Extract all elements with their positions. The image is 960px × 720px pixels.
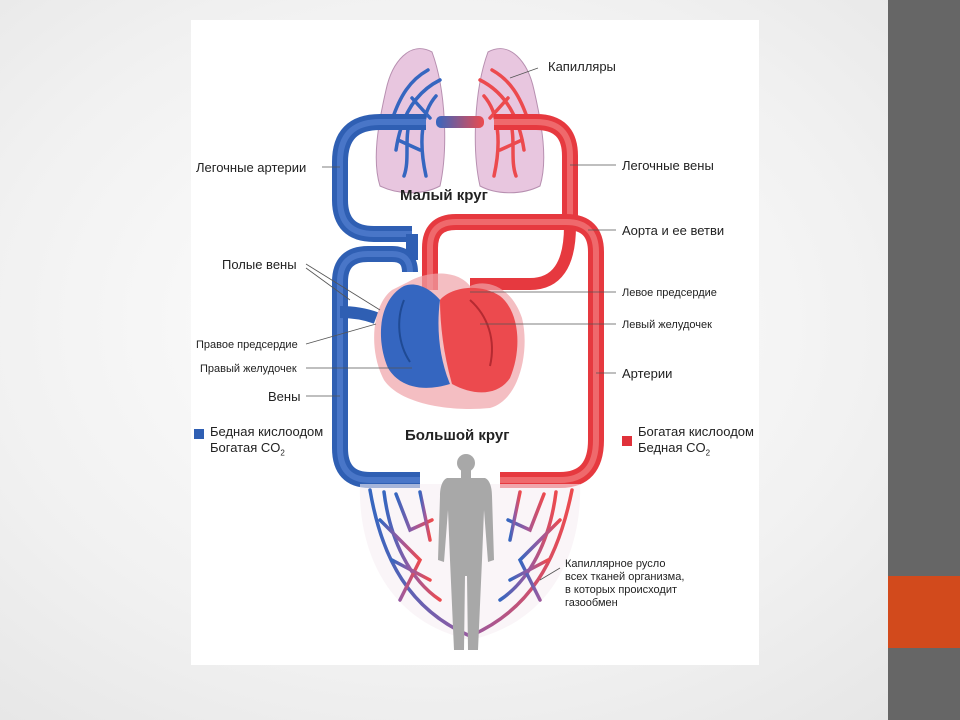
- legend-deoxygenated-line2: Богатая CO2: [210, 440, 285, 458]
- pulmonary-veins-vessel: [494, 114, 578, 226]
- label-right-ventricle: Правый желудочек: [200, 363, 297, 375]
- side-accent-block: [888, 576, 960, 648]
- label-left-atrium: Левое предсердие: [622, 287, 717, 299]
- caption-line: Капиллярное русло: [565, 558, 666, 570]
- legend-blue-swatch: [194, 429, 204, 439]
- legend-oxygenated-line2: Бедная CO2: [638, 440, 711, 458]
- label-left-ventricle: Левый желудочек: [622, 319, 712, 331]
- heart: [374, 273, 525, 409]
- label-arteries: Артерии: [622, 366, 673, 381]
- veins-vessel: [332, 246, 420, 488]
- label-capillaries: Капилляры: [548, 59, 616, 74]
- label-right-atrium: Правое предсердие: [196, 339, 298, 351]
- caption-line: всех тканей организма,: [565, 571, 685, 583]
- caption-line: газообмен: [565, 597, 618, 609]
- caption-line: в которых происходит: [565, 584, 678, 596]
- legend-deoxygenated-line1: Бедная кислоодом: [210, 424, 324, 439]
- label-veins: Вены: [268, 389, 301, 404]
- label-systemic-circle: Большой круг: [405, 427, 510, 444]
- human-silhouette: [438, 454, 494, 650]
- capillary-bed-caption: Капиллярное русло всех тканей организма,…: [565, 558, 684, 610]
- legend-oxygenated-line1: Богатая кислоодом: [638, 424, 754, 439]
- pulmonary-arteries-vessel: [332, 114, 426, 242]
- label-aorta: Аорта и ее ветви: [622, 223, 725, 238]
- label-pulmonary-veins: Легочные вены: [622, 158, 714, 173]
- legend-red-swatch: [622, 436, 632, 446]
- label-pulmonary-arteries: Легочные артерии: [196, 160, 307, 175]
- label-pulmonary-circle: Малый круг: [400, 187, 488, 204]
- leader-lines: [305, 67, 616, 581]
- label-vena-cava: Полые вены: [222, 257, 297, 272]
